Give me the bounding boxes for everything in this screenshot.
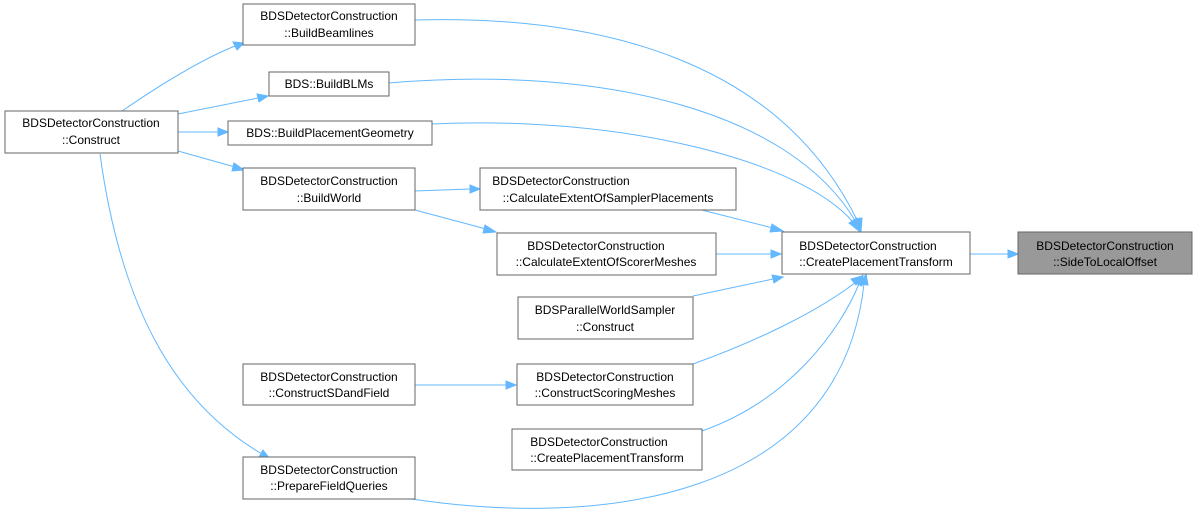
edge-cpt2-to-cpt [701,273,864,432]
node-calc-extent-scorer-line2: ::CalculateExtentOfScorerMeshes [516,255,697,269]
node-create-placement-transform[interactable]: BDSDetectorConstruction ::CreatePlacemen… [781,231,971,275]
edge-scoring-to-cpt [692,275,864,365]
node-calc-extent-scorer-line1: BDSDetectorConstruction [527,239,664,253]
node-construct-sd-and-field-line2: ::ConstructSDandField [269,386,390,400]
node-side-to-local-offset[interactable]: BDSDetectorConstruction ::SideToLocalOff… [1017,231,1193,275]
node-construct-line2: ::Construct [62,133,121,147]
edge-construct-to-beamlines [121,41,246,112]
node-parallel-world-sampler-line1: BDSParallelWorldSampler [535,303,676,317]
edge-pws-to-cpt [692,274,785,297]
node-create-placement-transform-line2: ::CreatePlacementTransform [799,255,953,269]
node-create-placement-transform-2-line1: BDSDetectorConstruction [530,435,667,449]
node-build-placement-geometry[interactable]: BDS::BuildPlacementGeometry [227,120,433,146]
node-prepare-field-queries-line2: ::PrepareFieldQueries [270,479,387,493]
node-build-world[interactable]: BDSDetectorConstruction ::BuildWorld [242,167,416,211]
node-create-placement-transform-line1: BDSDetectorConstruction [799,239,936,253]
node-construct-line1: BDSDetectorConstruction [22,116,159,130]
edge-sampler-to-cpt [689,206,785,233]
node-construct-scoring-meshes[interactable]: BDSDetectorConstruction ::ConstructScori… [516,363,694,406]
node-side-to-local-offset-line2: ::SideToLocalOffset [1053,255,1158,269]
node-build-blms[interactable]: BDS::BuildBLMs [268,71,390,97]
node-parallel-world-sampler-line2: ::Construct [576,320,635,334]
edge-construct-to-placegeom [178,127,230,137]
edge-placegeom-to-cpt [431,122,860,233]
edge-world-to-sampler [414,184,482,194]
node-calc-extent-sampler-line1: BDSDetectorConstruction [492,174,629,188]
edge-field-to-cpt [398,272,869,509]
node-construct-sd-and-field-line1: BDSDetectorConstruction [260,370,397,384]
node-create-placement-transform-2[interactable]: BDSDetectorConstruction ::CreatePlacemen… [511,428,703,471]
node-calc-extent-scorer[interactable]: BDSDetectorConstruction ::CalculateExten… [496,232,717,276]
node-build-beamlines-line2: ::BuildBeamlines [284,26,373,40]
node-build-placement-geometry-line1: BDS::BuildPlacementGeometry [246,126,413,140]
node-build-world-line1: BDSDetectorConstruction [260,174,397,188]
edge-construct-to-world [177,150,246,172]
edge-cpt-to-side [970,249,1020,259]
node-build-beamlines[interactable]: BDSDetectorConstruction ::BuildBeamlines [242,3,416,46]
node-create-placement-transform-2-line2: ::CreatePlacementTransform [530,451,684,465]
node-prepare-field-queries[interactable]: BDSDetectorConstruction ::PrepareFieldQu… [242,456,416,500]
node-build-world-line2: ::BuildWorld [297,191,361,205]
edge-sdfield-to-scoring [415,380,518,390]
node-calc-extent-sampler[interactable]: BDSDetectorConstruction ::CalculateExten… [479,167,737,211]
edge-world-to-scorer [414,209,498,234]
edge-scorer-to-cpt [716,249,783,259]
node-calc-extent-sampler-line2: ::CalculateExtentOfSamplerPlacements [503,191,714,205]
node-construct-sd-and-field[interactable]: BDSDetectorConstruction ::ConstructSDand… [242,363,416,406]
node-side-to-local-offset-line1: BDSDetectorConstruction [1036,239,1173,253]
edge-construct-to-blms [177,93,270,115]
node-construct-scoring-meshes-line2: ::ConstructScoringMeshes [535,386,676,400]
node-build-blms-line1: BDS::BuildBLMs [285,77,374,91]
node-parallel-world-sampler[interactable]: BDSParallelWorldSampler ::Construct [517,296,694,340]
node-construct[interactable]: BDSDetectorConstruction ::Construct [4,110,179,154]
node-build-beamlines-line1: BDSDetectorConstruction [260,9,397,23]
node-construct-scoring-meshes-line1: BDSDetectorConstruction [536,370,673,384]
node-prepare-field-queries-line1: BDSDetectorConstruction [260,463,397,477]
